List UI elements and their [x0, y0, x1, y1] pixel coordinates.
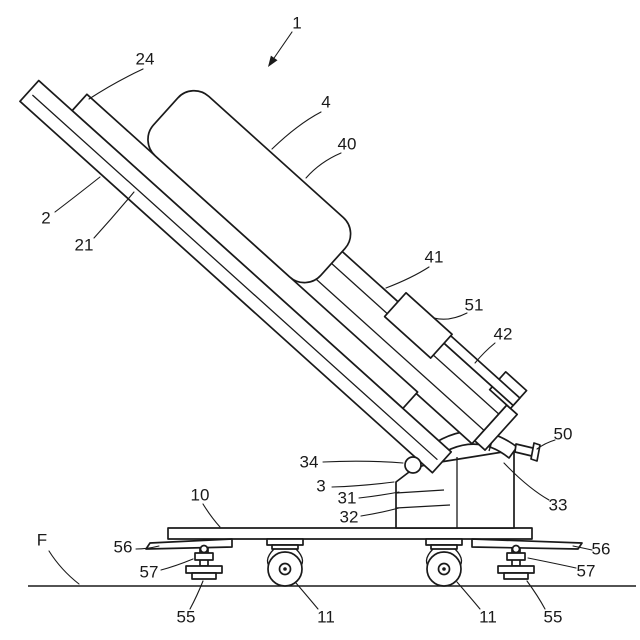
ref-label-31: 31 — [338, 488, 357, 507]
pivot-roller — [404, 456, 422, 474]
leader-1 — [271, 31, 293, 62]
ref-label-32: 32 — [340, 507, 359, 526]
leader-11-right — [456, 581, 481, 610]
pedestal-body — [395, 450, 515, 529]
caster-right — [425, 538, 463, 587]
ref-label-55-left: 55 — [177, 607, 196, 626]
pedestal-plate-31 — [395, 489, 445, 494]
arrow-1 — [268, 55, 278, 67]
pedestal-plate-32 — [395, 504, 451, 509]
carriage-block — [383, 291, 453, 359]
leader-50 — [536, 439, 556, 450]
ref-label-11-right: 11 — [479, 607, 497, 626]
leader-55-right — [526, 580, 546, 610]
ref-label-F: F — [37, 530, 47, 549]
leader-21 — [93, 191, 135, 239]
outrigger-arm — [471, 538, 583, 550]
leader-56-left — [135, 545, 160, 550]
leader-40 — [305, 152, 342, 179]
caster-plate — [425, 538, 463, 546]
ref-label-34: 34 — [300, 452, 319, 471]
ref-label-33: 33 — [549, 495, 568, 514]
foot-pad-lower — [191, 572, 217, 580]
base-platform — [167, 527, 533, 540]
caster-left — [266, 538, 304, 587]
foot-pad-upper — [497, 565, 535, 574]
leader-F — [48, 550, 80, 585]
leader-10 — [202, 503, 221, 528]
leader-51 — [433, 312, 468, 320]
leader-55-left — [189, 580, 204, 610]
labels-layer: 1 24 4 40 2 21 41 51 42 50 34 3 31 32 33… — [37, 13, 611, 626]
ref-label-42: 42 — [494, 324, 513, 343]
ref-label-1: 1 — [292, 13, 301, 32]
leader-41 — [385, 266, 430, 289]
ref-label-55-right: 55 — [544, 607, 563, 626]
leader-57-right — [527, 557, 577, 569]
ref-label-11-left: 11 — [317, 607, 335, 626]
pedestal — [395, 450, 515, 529]
caster-swivel — [271, 544, 299, 550]
ref-label-40: 40 — [338, 134, 357, 153]
ref-label-24: 24 — [136, 49, 155, 68]
wheel-axle — [283, 567, 287, 571]
leader-32 — [360, 507, 400, 517]
outrigger-arm — [145, 538, 233, 550]
outrigger-right — [471, 538, 583, 580]
foot-pad-lower — [503, 572, 529, 580]
leader-4 — [271, 111, 322, 150]
knob-cap — [530, 442, 541, 462]
leader-11-left — [295, 582, 319, 610]
leader-33 — [503, 462, 550, 501]
wheel-axle — [442, 567, 446, 571]
cover-housing — [147, 89, 352, 284]
clamp-knob — [514, 442, 541, 462]
ref-label-51: 51 — [465, 295, 484, 314]
beam-plate-21-line — [31, 94, 438, 461]
caster-plate — [266, 538, 304, 546]
leader-2 — [54, 176, 101, 213]
ref-label-10: 10 — [191, 485, 210, 504]
leader-lines — [48, 31, 593, 610]
caster-swivel — [430, 544, 458, 550]
leader-31 — [358, 491, 400, 499]
main-beam-group — [19, 79, 528, 474]
leader-24 — [88, 68, 144, 100]
ref-label-57-right: 57 — [577, 561, 596, 580]
leader-57-left — [160, 558, 194, 571]
ref-label-50: 50 — [554, 424, 573, 443]
leader-34 — [322, 460, 404, 464]
jack-nut — [506, 552, 526, 561]
outrigger-left — [145, 538, 233, 580]
ref-label-3: 3 — [316, 476, 325, 495]
leader-56-right — [572, 545, 593, 551]
ref-label-56-right: 56 — [592, 539, 611, 558]
ref-label-41: 41 — [425, 247, 444, 266]
leader-3 — [331, 481, 395, 488]
ref-label-56-left: 56 — [114, 537, 133, 556]
ref-label-21: 21 — [75, 235, 94, 254]
ref-label-4: 4 — [321, 92, 330, 111]
ref-label-2: 2 — [41, 208, 50, 227]
foot-pad-upper — [185, 565, 223, 574]
arm-bolt — [199, 544, 209, 554]
arm-bolt — [511, 544, 521, 554]
ref-label-57-left: 57 — [140, 562, 159, 581]
jack-nut — [194, 552, 214, 561]
leader-42 — [474, 342, 496, 364]
